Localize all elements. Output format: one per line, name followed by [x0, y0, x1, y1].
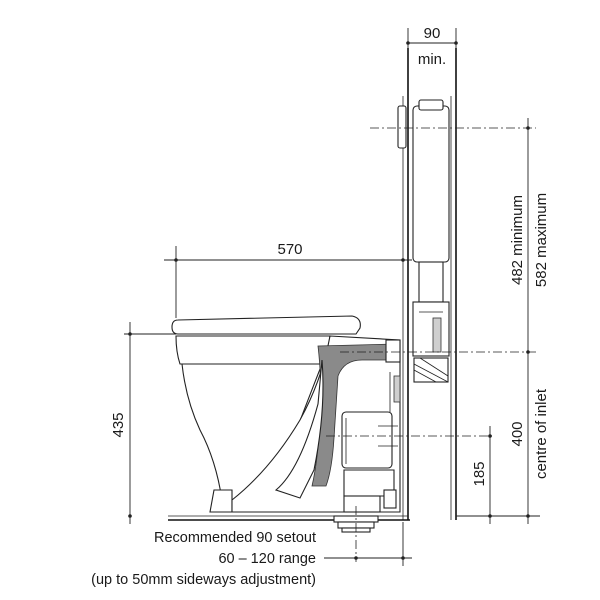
wall-frame [168, 48, 457, 521]
dimension-cistern-range: 482 minimum 582 maximum [509, 118, 550, 362]
top-width-value: 90 [424, 25, 441, 42]
setout-note: Recommended 90 setout [154, 530, 316, 546]
dimension-outlet-height: 185 [471, 426, 492, 524]
dimension-inlet-height: 400 centre of inlet [456, 362, 550, 524]
range-note: 60 – 120 range [218, 551, 316, 567]
setout-notes: Recommended 90 setout 60 – 120 range (up… [91, 530, 316, 588]
inlet-note: centre of inlet [533, 388, 550, 479]
cistern-range-max: 582 maximum [533, 193, 550, 287]
concealed-cistern [397, 99, 450, 383]
toilet-pan [171, 315, 401, 533]
outlet-height-value: 185 [471, 461, 488, 486]
inlet-height-value: 400 [509, 421, 526, 446]
dimension-depth: 570 [164, 241, 412, 318]
cistern-range-min: 482 minimum [509, 195, 526, 285]
adjustment-note: (up to 50mm sideways adjustment) [91, 572, 316, 588]
centre-lines [326, 127, 536, 562]
depth-value: 570 [277, 241, 302, 258]
dimension-setout [324, 522, 412, 566]
dimension-top-width: 90 min. [406, 25, 458, 68]
dimension-seat-height: 435 [110, 322, 176, 524]
seat-height-value: 435 [110, 412, 127, 437]
top-width-note: min. [418, 51, 446, 68]
